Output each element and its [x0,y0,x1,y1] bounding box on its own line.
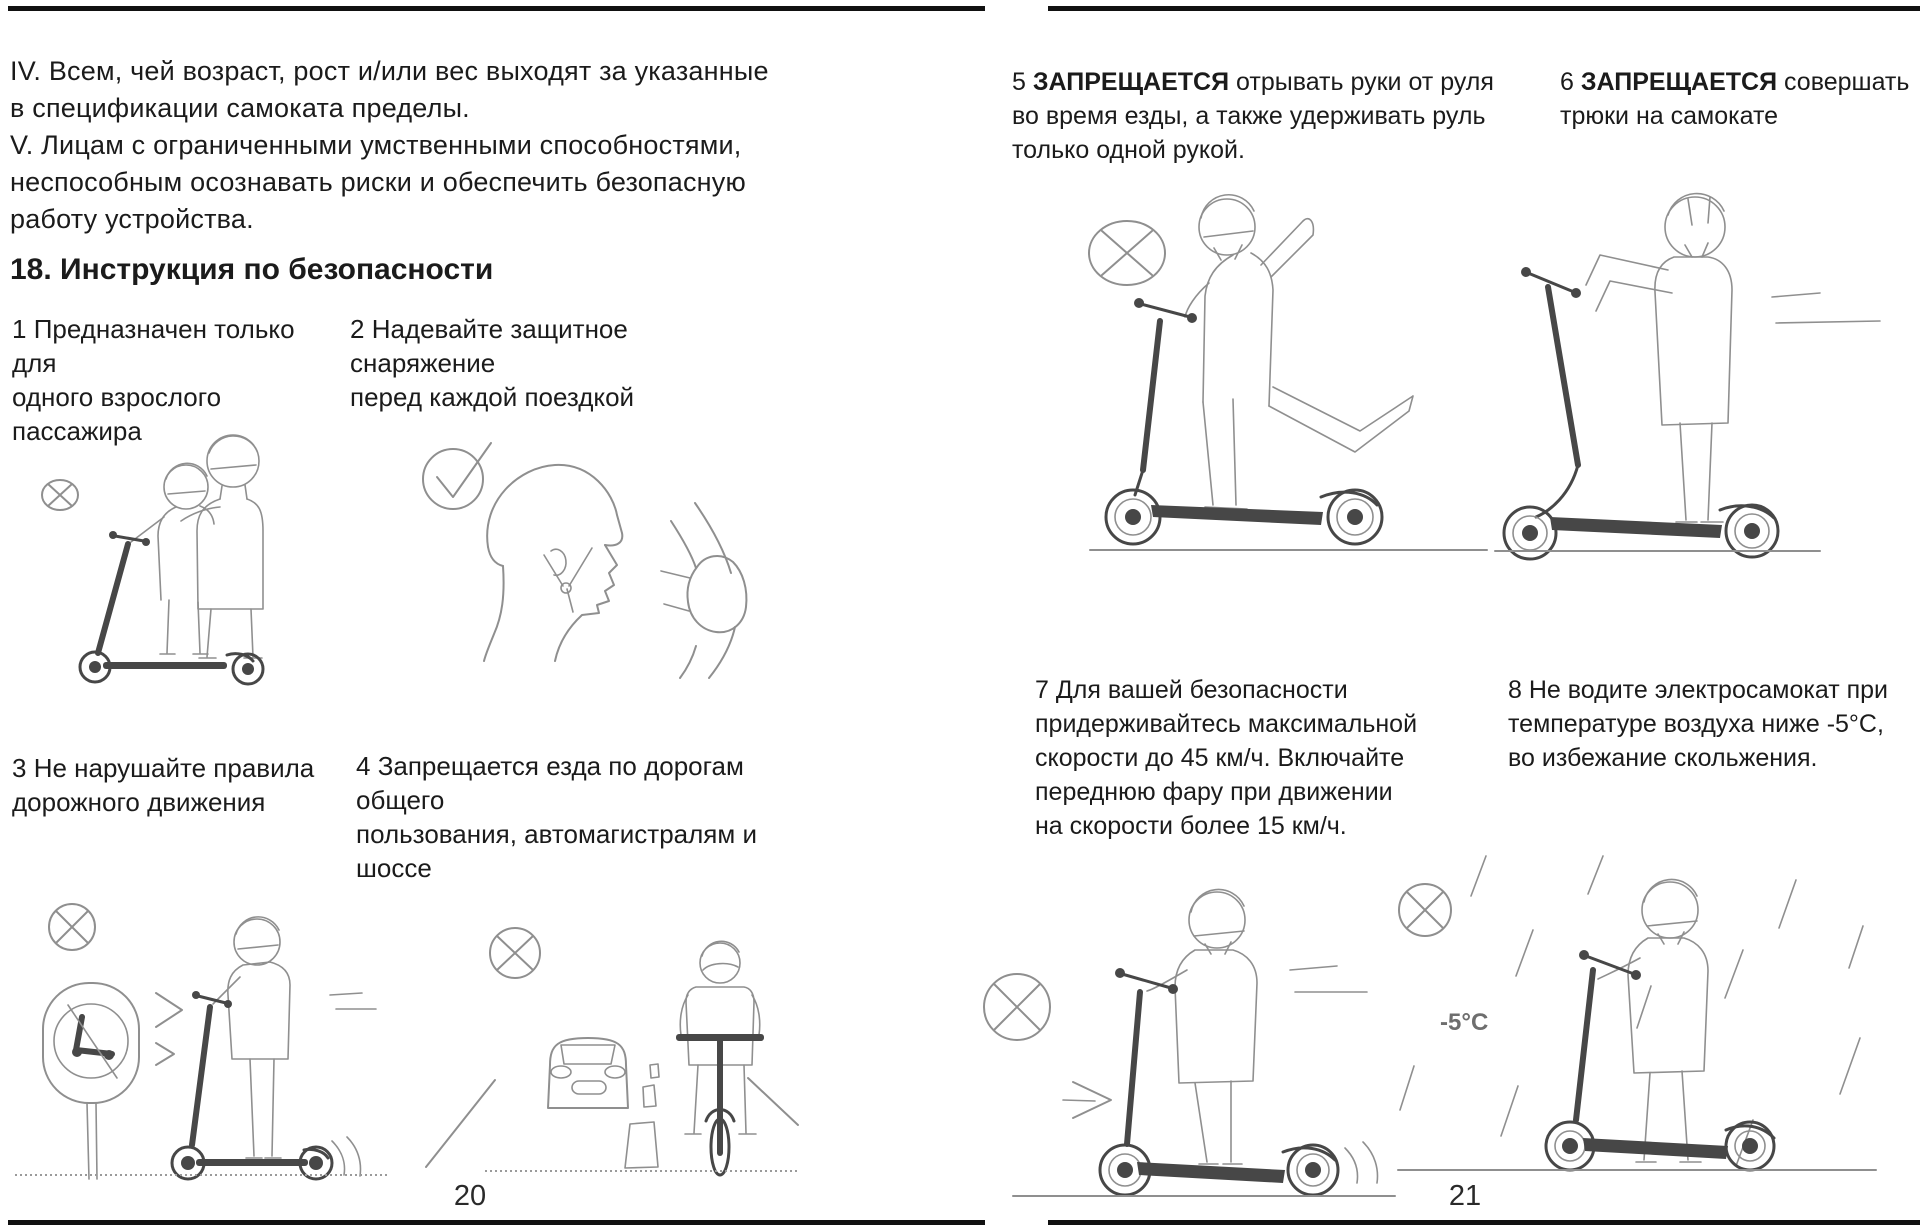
page-number-left: 20 [453,1180,487,1212]
bottom-rule-right-page [1048,1220,1920,1225]
temperature-label: -5°C [1440,1009,1488,1036]
car-drawing [547,1037,629,1109]
illustration-traffic-rules [15,903,390,1181]
speed-dashes [1289,965,1368,993]
no-entry-icon [489,927,541,979]
no-entry-icon [1088,220,1166,286]
rider-drawing [1184,194,1414,510]
rider-drawing [1585,192,1733,523]
no-entry-icon [48,903,96,951]
illustration-cold-weather: -5°C [1397,855,1877,1172]
scooter-drawing [1098,968,1379,1197]
illustration-no-public-roads [425,927,799,1177]
intro-paragraph: IV. Всем, чей возраст, рост и/или вес вы… [10,56,769,234]
top-rule-right-page [1048,6,1920,11]
caption-item-6: 6 ЗАПРЕЩАЕТСЯ совершать трюки на самокат… [1560,68,1910,130]
no-scooter-sign [42,982,140,1180]
caption-item-8: 8 Не водите электросамокат при температу… [1508,676,1889,772]
illustration-one-passenger-only [41,434,265,686]
speed-marks [1062,1081,1112,1119]
scooter-drawing [676,1034,764,1177]
rider-drawing [130,434,264,659]
scooter-drawing [1544,950,1776,1172]
helmet-head-drawing [483,463,624,662]
illustration-protective-gear [422,442,748,679]
speed-dashes [1771,292,1881,324]
check-icon [422,442,492,510]
speed-dashes [329,992,377,1010]
no-entry-icon [983,973,1051,1041]
rider-drawing [1146,888,1258,1165]
scooter-drawing [78,531,265,686]
caption-item-3: 3 Не нарушайте правила дорожного движени… [12,753,315,817]
no-entry-icon [41,479,79,511]
page-number-right: 21 [1448,1180,1482,1212]
scooter-drawing [1104,298,1384,546]
caption-item-7: 7 Для вашей безопасности придерживайтесь… [1035,676,1418,840]
caption-item-4: 4 Запрещается езда по дорогам общего пол… [356,751,757,883]
illustration-no-one-hand [1088,194,1488,551]
rider-drawing [212,916,291,1159]
rider-drawing [679,940,761,1135]
illustration-no-tricks [1494,192,1881,561]
speed-marks [155,992,183,1066]
scooter-drawing [1502,267,1780,561]
illustration-speed-limit [983,888,1396,1197]
rider-drawing [1597,878,1709,1163]
section-heading: 18. Инструкция по безопасности [10,252,494,286]
no-entry-icon [1398,883,1452,937]
bottom-rule-left-page [8,1220,985,1225]
top-rule-left-page [8,6,985,11]
caption-item-2: 2 Надевайте защитное снаряжение перед ка… [350,314,635,412]
caption-item-1: 1 Предназначен только для одного взросло… [12,314,295,446]
elbow-pad-drawing [660,502,748,679]
caption-item-5: 5 ЗАПРЕЩАЕТСЯ отрывать руки от руля во в… [1012,68,1494,164]
scooter-drawing [170,991,362,1181]
road-drawing [425,1063,799,1169]
